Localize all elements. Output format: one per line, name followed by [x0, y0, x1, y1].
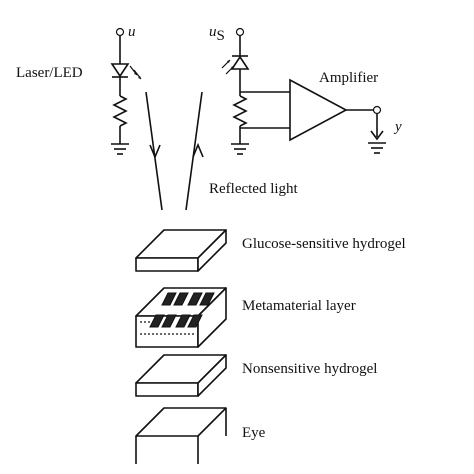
incident-ray [145, 91, 163, 211]
y-label: y [393, 119, 402, 135]
source-resistor-icon [112, 95, 128, 127]
led-symbol-icon [110, 63, 142, 80]
glucose-hydrogel-layer: Glucose-sensitive hydrogel [135, 229, 406, 272]
laser-led-label: Laser/LED [16, 65, 83, 81]
source-terminal-u [115, 27, 125, 37]
photodiode-icon [221, 55, 250, 75]
nonsensitive-hydrogel-layer: Nonsensitive hydrogel [135, 354, 377, 397]
source-ground-icon [111, 143, 129, 155]
detector-terminal-us [235, 27, 245, 37]
layer-label-eye: Eye [242, 425, 266, 441]
us-label: uS [209, 24, 225, 44]
detector-resistor-icon [232, 95, 248, 127]
light-rays: Reflected light [145, 91, 299, 211]
resonator-array-icon [140, 292, 215, 335]
metamaterial-layer: Metamaterial layer [135, 287, 356, 348]
u-label: u [128, 24, 136, 40]
amplifier-label: Amplifier [319, 70, 378, 86]
layer-label-nonsensitive: Nonsensitive hydrogel [242, 361, 377, 377]
amplifier-icon [289, 78, 348, 142]
detector-ground-icon [231, 143, 249, 155]
reflected-ray [185, 91, 203, 211]
detector-circuit: uS Amplifier [209, 24, 402, 155]
output-terminal [372, 105, 382, 115]
source-circuit: u Laser/LED [16, 24, 142, 155]
down-arrow-icon [149, 144, 161, 160]
up-arrow-icon [192, 142, 204, 158]
layer-label-metamaterial: Metamaterial layer [242, 298, 356, 314]
output-ground-icon [368, 142, 386, 154]
reflected-light-label: Reflected light [209, 181, 299, 197]
layer-label-glucose: Glucose-sensitive hydrogel [242, 236, 406, 252]
eye-layer: Eye [135, 407, 266, 464]
